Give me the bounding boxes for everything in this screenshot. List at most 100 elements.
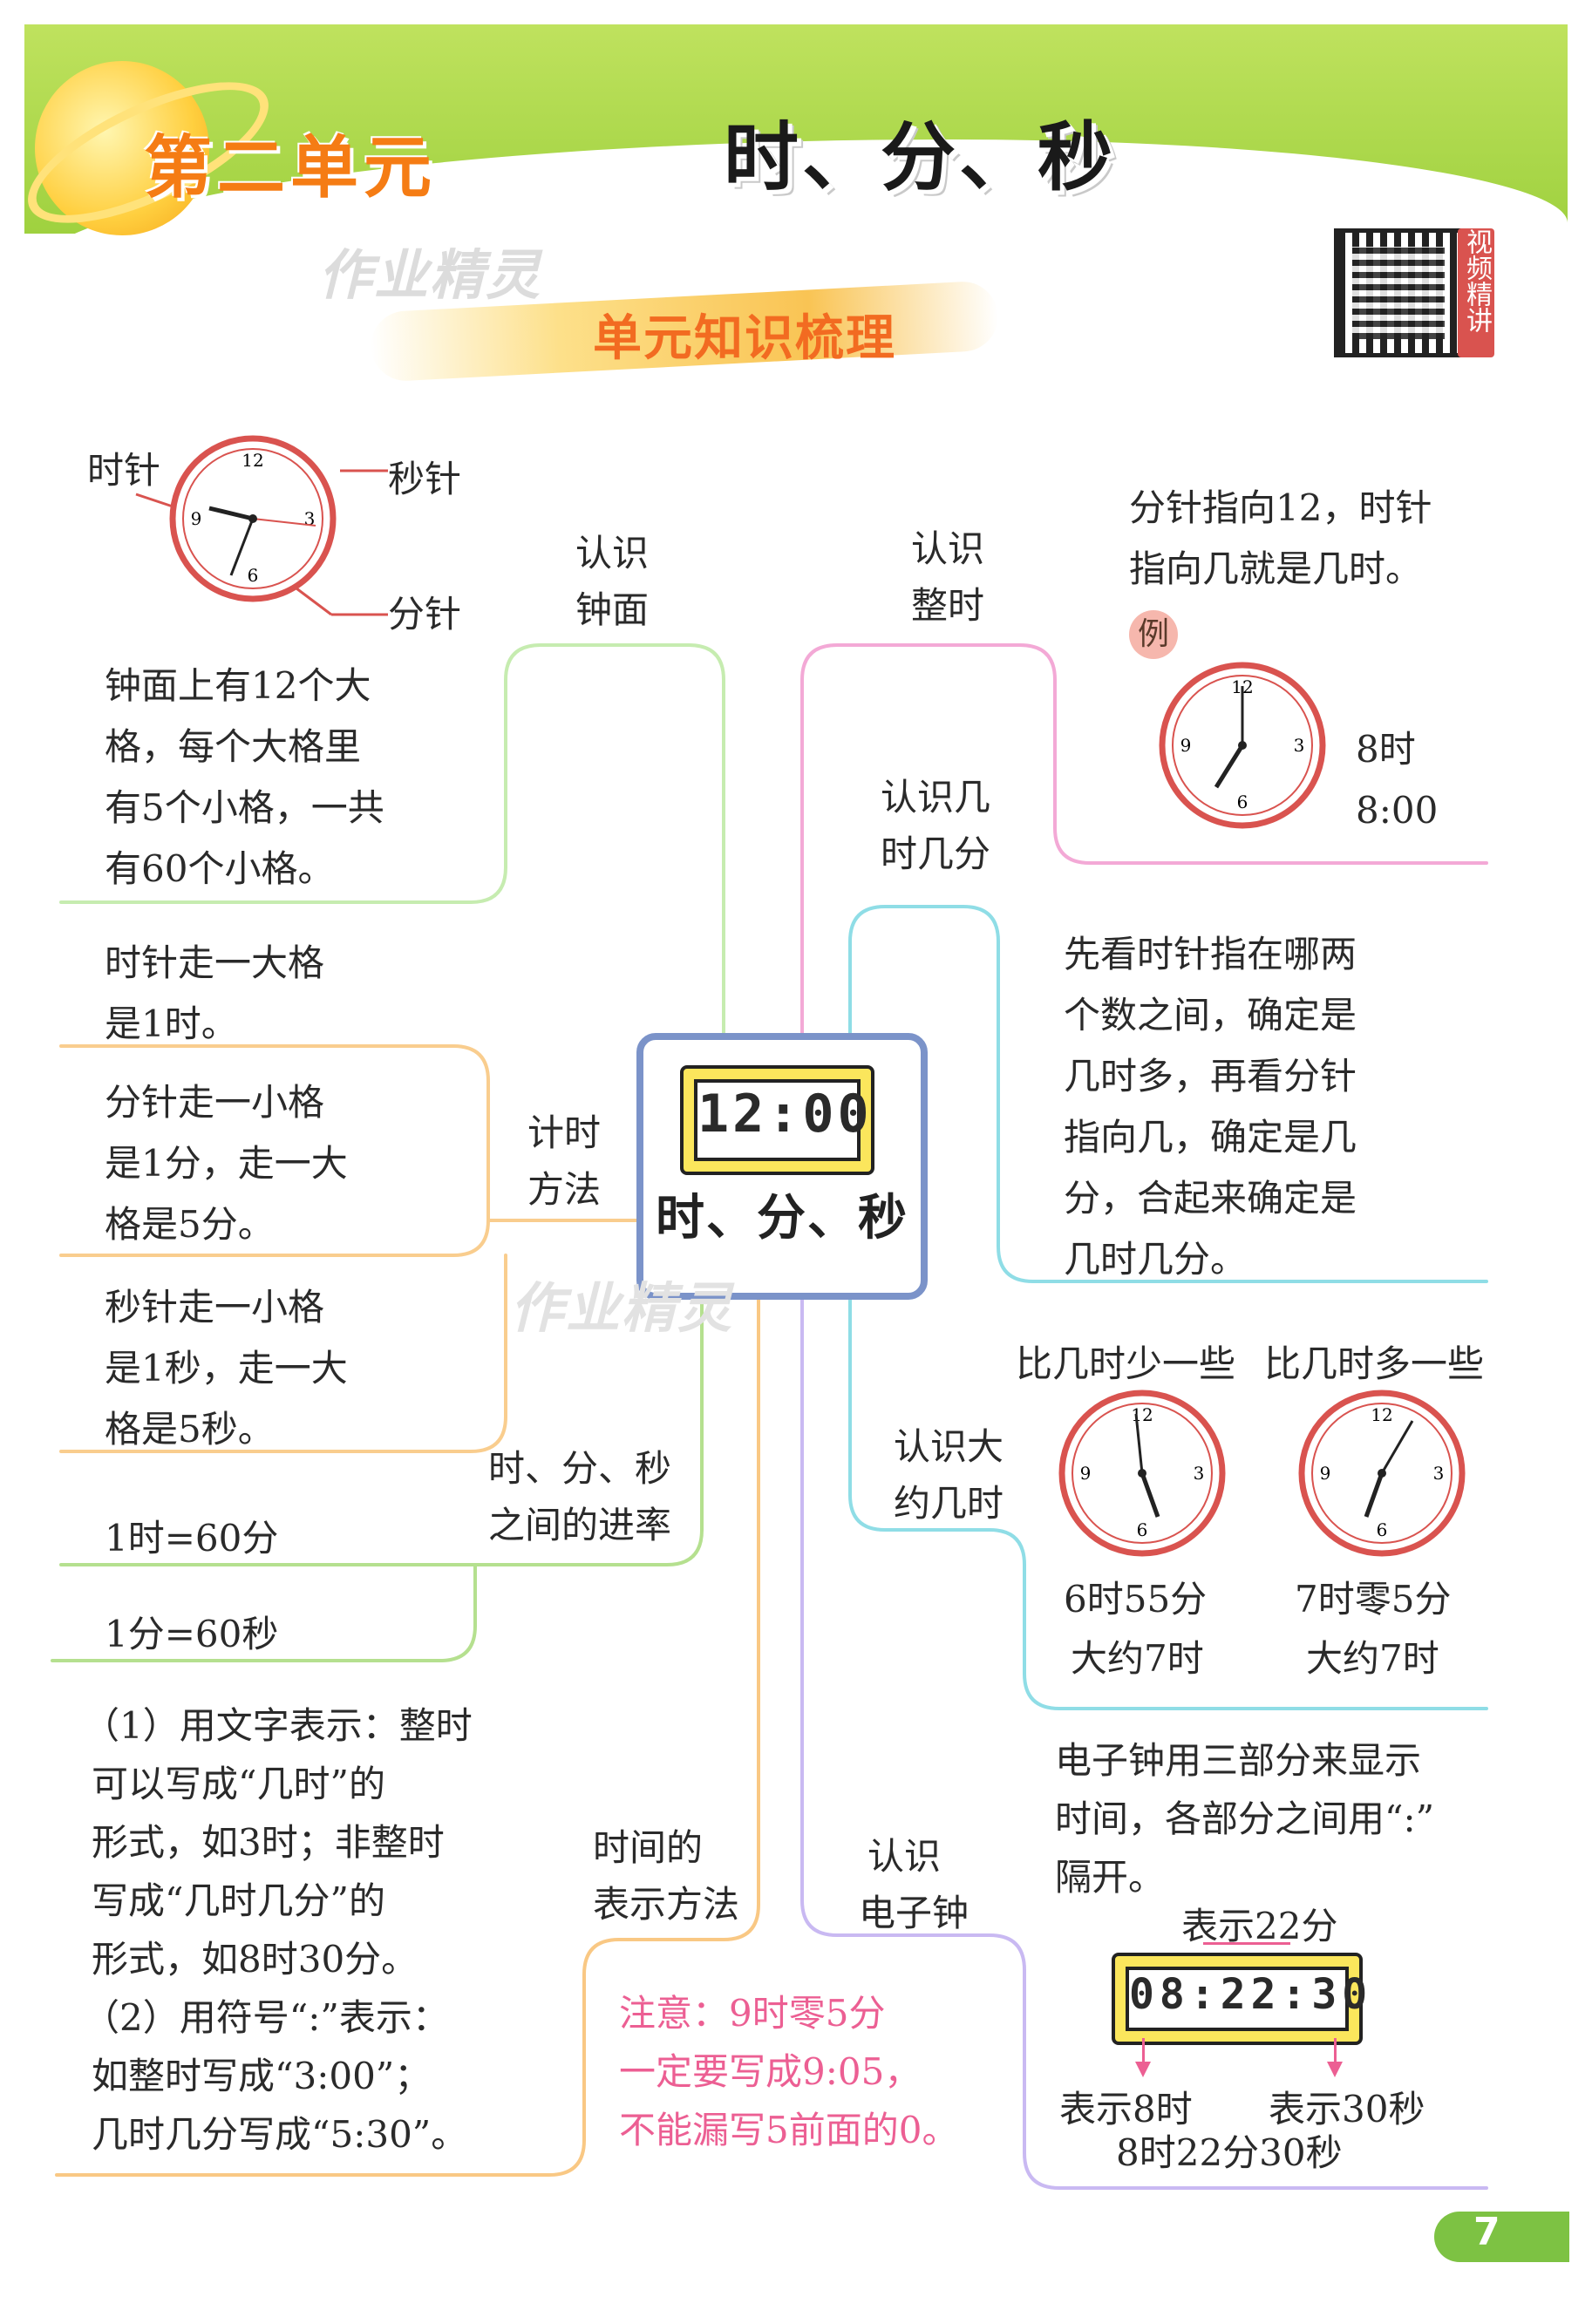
timing-hour-1: 时针走一大格 — [105, 941, 325, 984]
branch-approx-label-1: 认识大 — [894, 1425, 1004, 1468]
page-number: 7 — [1473, 2210, 1500, 2254]
center-label: 时、分、秒 — [656, 1190, 908, 1247]
digital-minute-note: 表示22分 — [1181, 1905, 1338, 1947]
approx-more-label: 比几时多一些 — [1264, 1342, 1485, 1385]
branch-notation-label-2: 表示方法 — [593, 1883, 740, 1926]
unit-label: 第二单元 — [144, 129, 438, 207]
clockface-desc-3: 有5个小格，一共 — [105, 786, 384, 829]
approx-c1-line1: 6时55分 — [1064, 1578, 1208, 1621]
watermark-center: 作业精灵 — [510, 1276, 734, 1340]
hour-marker — [1142, 2038, 1145, 2064]
hour-arrow-icon — [1135, 2062, 1151, 2077]
branch-hourminute-label-2: 时几分 — [881, 832, 991, 875]
branch-wholehour-label-1: 认识 — [911, 527, 985, 570]
approx-less-label: 比几时少一些 — [1016, 1342, 1236, 1385]
branch-digital-label-1: 认识 — [867, 1835, 942, 1878]
approx-c1-line2: 大约7时 — [1071, 1637, 1204, 1680]
second-hand-label: 秒针 — [388, 458, 462, 500]
notation-line-8: 几时几分写成“5:30”。 — [92, 2113, 468, 2156]
notation-line-4: 写成“几时几分”的 — [92, 1879, 385, 1922]
page-title: 时、分、秒 — [724, 114, 1116, 201]
hourminute-desc-6: 几时几分。 — [1064, 1238, 1248, 1281]
video-tag-text: 视频精讲 — [1461, 228, 1492, 333]
notation-line-7: 如整时写成“3:00”； — [92, 2055, 432, 2097]
svg-text:3: 3 — [1294, 735, 1305, 756]
svg-text:9: 9 — [1180, 735, 1192, 756]
digital-hour-note: 表示8时 — [1059, 2088, 1193, 2130]
minute-hand-label: 分针 — [388, 593, 462, 635]
hourminute-desc-1: 先看时针指在哪两 — [1064, 933, 1357, 975]
digital-reading: 8时22分30秒 — [1116, 2131, 1343, 2174]
svg-text:6: 6 — [1137, 1519, 1148, 1540]
hourminute-desc-3: 几时多，再看分针 — [1064, 1055, 1357, 1097]
digital-desc-3: 隔开。 — [1055, 1856, 1166, 1899]
svg-text:3: 3 — [1194, 1463, 1205, 1484]
notation-line-5: 形式，如8时30分。 — [92, 1938, 418, 1981]
digital-clock-icon: 08:22:30 — [1112, 1953, 1367, 2045]
analog-clock-icon: 12 3 6 9 — [1298, 1390, 1466, 1557]
analog-clock-icon: 12 3 6 9 — [135, 435, 388, 616]
wholehour-desc-2: 指向几就是几时。 — [1129, 547, 1423, 590]
branch-notation-label-1: 时间的 — [593, 1826, 704, 1869]
hourminute-desc-5: 分，合起来确定是 — [1064, 1177, 1357, 1220]
timing-second-2: 是1秒，走一大 — [105, 1347, 348, 1390]
digital-desc-2: 时间，各部分之间用“:” — [1055, 1797, 1435, 1840]
note-line-2: 一定要写成9:05， — [619, 2050, 922, 2093]
notation-line-3: 形式，如3时；非整时 — [92, 1821, 445, 1864]
example-hour-digital: 8:00 — [1356, 789, 1439, 832]
timing-minute-3: 格是5分。 — [105, 1203, 275, 1246]
svg-text:12: 12 — [242, 450, 263, 471]
timing-second-3: 格是5秒。 — [105, 1408, 275, 1451]
rate-hour-minute: 1时=60分 — [105, 1517, 279, 1560]
hourminute-desc-4: 指向几，确定是几 — [1064, 1116, 1357, 1159]
clockface-desc-1: 钟面上有12个大 — [105, 664, 371, 707]
branch-digital-label-2: 电子钟 — [859, 1892, 969, 1934]
minute-marker — [1203, 1942, 1290, 1945]
timing-second-1: 秒针走一小格 — [105, 1286, 325, 1328]
center-lcd: 12:00 — [694, 1079, 869, 1161]
svg-text:12: 12 — [1371, 1404, 1392, 1425]
analog-clock-icon: 12 3 6 9 — [1159, 662, 1326, 829]
svg-text:9: 9 — [191, 508, 202, 529]
timing-minute-2: 是1分，走一大 — [105, 1142, 348, 1185]
svg-text:12: 12 — [1131, 1404, 1153, 1425]
video-tag[interactable]: 视频精讲 — [1458, 228, 1494, 357]
section-subtitle: 单元知识梳理 — [593, 310, 896, 367]
digital-clock-icon: 12:00 — [680, 1065, 874, 1175]
branch-hourminute-label-1: 认识几 — [881, 776, 991, 819]
example-hour-text: 8时 — [1356, 728, 1416, 771]
example-badge: 例 — [1129, 610, 1178, 659]
clockface-desc-2: 格，每个大格里 — [105, 725, 362, 768]
branch-wholehour-label-2: 整时 — [911, 584, 985, 627]
svg-text:9: 9 — [1080, 1463, 1092, 1484]
svg-text:6: 6 — [248, 565, 259, 586]
timing-hour-2: 是1时。 — [105, 1002, 238, 1045]
qr-code-icon[interactable] — [1334, 228, 1463, 357]
timing-minute-1: 分针走一小格 — [105, 1081, 325, 1124]
digital-lcd: 08:22:30 — [1126, 1967, 1367, 2031]
note-line-3: 不能漏写5前面的0。 — [619, 2109, 959, 2151]
svg-text:6: 6 — [1377, 1519, 1388, 1540]
approx-c2-line1: 7时零5分 — [1295, 1578, 1452, 1621]
planet-icon — [35, 61, 209, 235]
branch-rate-label-1: 时、分、秒 — [488, 1447, 672, 1490]
analog-clock-icon: 12 3 6 9 — [1058, 1390, 1226, 1557]
second-marker — [1334, 2038, 1337, 2064]
digital-desc-1: 电子钟用三部分来显示 — [1055, 1739, 1422, 1782]
hour-hand-label: 时针 — [87, 449, 161, 492]
second-arrow-icon — [1327, 2062, 1343, 2077]
svg-text:9: 9 — [1320, 1463, 1331, 1484]
wholehour-desc-1: 分针指向12，时针 — [1129, 486, 1432, 529]
branch-timing-label-2: 方法 — [527, 1168, 602, 1211]
svg-text:3: 3 — [1433, 1463, 1445, 1484]
svg-text:6: 6 — [1237, 792, 1248, 812]
branch-approx-label-2: 约几时 — [894, 1482, 1004, 1525]
approx-c2-line2: 大约7时 — [1306, 1637, 1439, 1680]
hourminute-desc-2: 个数之间，确定是 — [1064, 994, 1357, 1036]
branch-timing-label-1: 计时 — [527, 1111, 602, 1154]
watermark: 作业精灵 — [318, 243, 542, 307]
notation-line-6: （2）用符号“:”表示： — [83, 1996, 449, 2039]
notation-line-1: （1）用文字表示：整时 — [83, 1704, 473, 1747]
branch-rate-label-2: 之间的进率 — [488, 1504, 672, 1546]
